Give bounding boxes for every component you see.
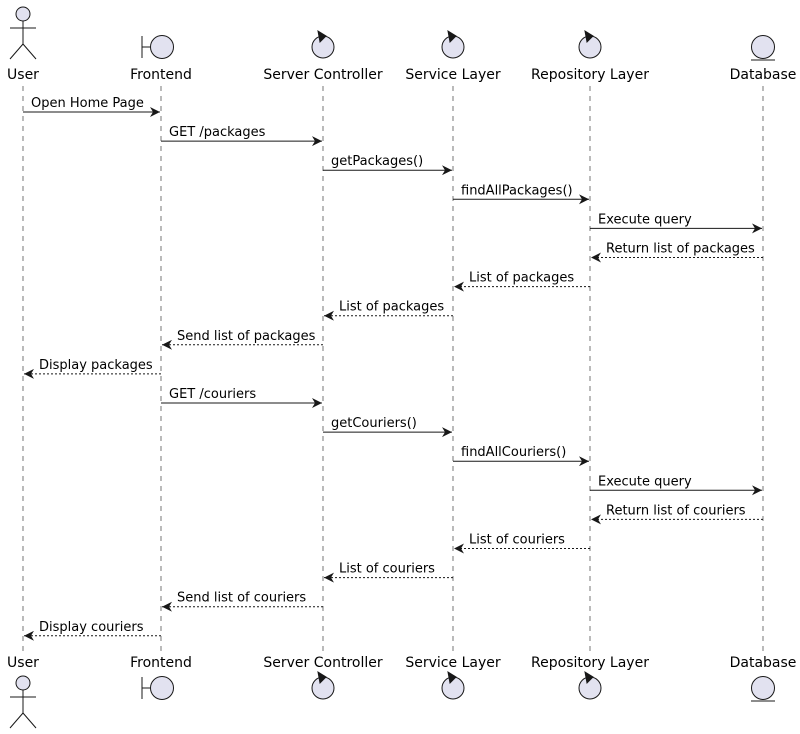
- message-label: Execute query: [598, 212, 692, 227]
- participant-service-top: Service Layer: [405, 29, 501, 83]
- message-label: Send list of couriers: [177, 591, 306, 606]
- message-label: GET /packages: [169, 125, 266, 140]
- message-14: Execute query: [590, 474, 762, 496]
- actor-icon: [9, 6, 37, 60]
- participant-repository-bottom: Repository Layer: [531, 655, 649, 700]
- message-11: GET /couriers: [161, 387, 322, 408]
- participant-label: User: [7, 67, 39, 83]
- message-label: findAllCouriers(): [461, 445, 566, 460]
- message-3: getPackages(): [323, 154, 452, 176]
- message-label: Return list of couriers: [606, 503, 746, 518]
- message-label: Display couriers: [39, 620, 144, 635]
- control-icon: [441, 29, 465, 59]
- message-8: List of packages: [324, 300, 453, 321]
- participant-label: Frontend: [130, 655, 192, 671]
- message-5: Execute query: [590, 212, 762, 234]
- entity-icon: [751, 35, 775, 61]
- message-label: GET /couriers: [169, 387, 256, 402]
- participant-label: Server Controller: [263, 655, 382, 671]
- message-2: GET /packages: [161, 125, 322, 147]
- message-6: Return list of packages: [591, 242, 763, 263]
- message-13: findAllCouriers(): [453, 445, 589, 467]
- control-icon: [578, 29, 602, 59]
- message-7: List of packages: [454, 271, 590, 292]
- message-10: Display packages: [24, 358, 161, 379]
- actor-icon: [9, 675, 37, 729]
- message-label: getPackages(): [331, 154, 423, 169]
- message-label: Send list of packages: [177, 329, 316, 344]
- control-icon: [441, 670, 465, 700]
- control-icon: [311, 670, 335, 700]
- participant-user-bottom: User: [7, 655, 39, 729]
- control-icon: [578, 670, 602, 700]
- participant-database-bottom: Database: [730, 655, 797, 702]
- participant-database-top: Database: [730, 35, 797, 83]
- participant-controller-bottom: Server Controller: [263, 655, 383, 700]
- message-label: findAllPackages(): [461, 183, 573, 198]
- message-label: List of packages: [339, 300, 444, 315]
- message-4: findAllPackages(): [453, 183, 589, 205]
- message-label: Display packages: [39, 358, 153, 373]
- message-15: Return list of couriers: [591, 503, 763, 525]
- message-17: List of couriers: [324, 562, 453, 583]
- message-label: Return list of packages: [606, 242, 755, 257]
- message-16: List of couriers: [454, 533, 590, 554]
- participant-controller-top: Server Controller: [263, 29, 383, 83]
- participant-label: Repository Layer: [531, 655, 649, 671]
- participant-label: Database: [730, 655, 797, 671]
- participant-service-bottom: Service Layer: [405, 655, 501, 700]
- participant-label: Repository Layer: [531, 67, 649, 83]
- participant-repository-top: Repository Layer: [531, 29, 649, 83]
- participant-frontend-top: Frontend: [130, 35, 192, 83]
- participant-label: Service Layer: [405, 67, 500, 83]
- message-19: Display couriers: [24, 620, 161, 641]
- boundary-icon: [141, 676, 174, 700]
- participant-user-top: User: [7, 6, 39, 83]
- message-label: Open Home Page: [31, 96, 144, 111]
- participant-frontend-bottom: Frontend: [130, 655, 192, 700]
- message-9: Send list of packages: [162, 329, 323, 350]
- message-label: List of couriers: [469, 533, 565, 548]
- message-12: getCouriers(): [323, 416, 452, 438]
- message-1: Open Home Page: [23, 96, 160, 117]
- control-icon: [311, 29, 335, 59]
- message-label: List of couriers: [339, 562, 435, 577]
- boundary-icon: [141, 35, 174, 59]
- message-18: Send list of couriers: [162, 591, 323, 612]
- participant-label: Frontend: [130, 67, 192, 83]
- participant-label: Database: [730, 67, 797, 83]
- message-label: List of packages: [469, 271, 574, 286]
- entity-icon: [751, 676, 775, 702]
- message-label: Execute query: [598, 474, 692, 489]
- message-label: getCouriers(): [331, 416, 417, 431]
- participant-label: Server Controller: [263, 67, 382, 83]
- participant-label: Service Layer: [405, 655, 500, 671]
- participant-label: User: [7, 655, 39, 671]
